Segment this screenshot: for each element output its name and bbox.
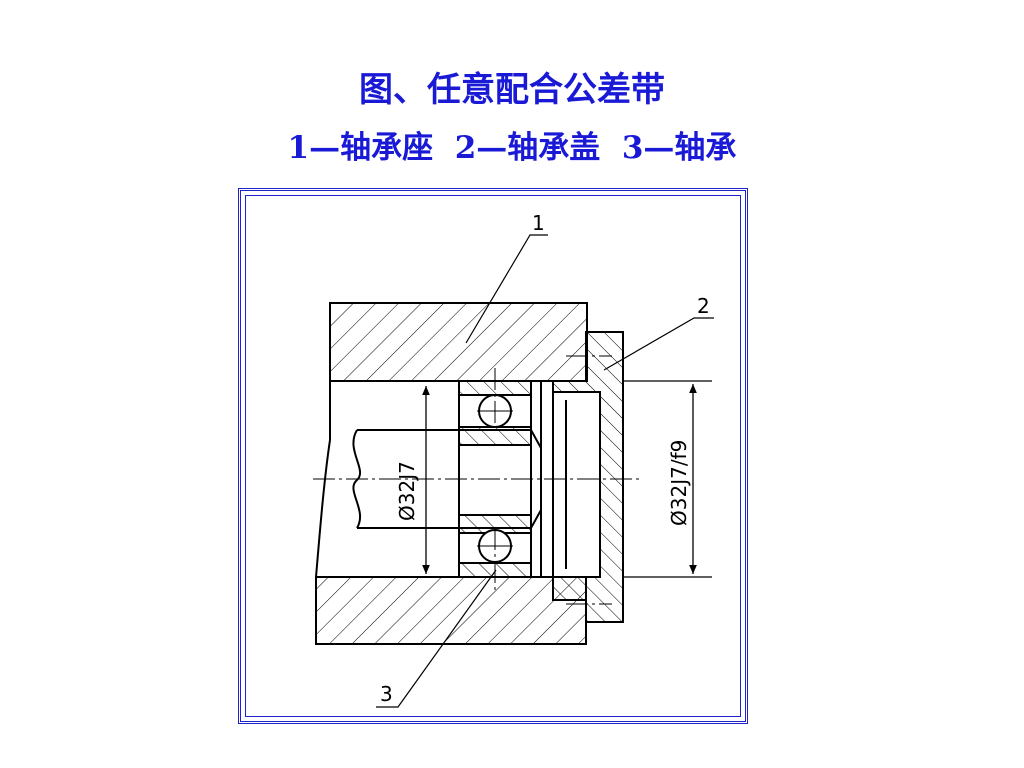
parts-legend: 1—轴承座 2—轴承盖 3—轴承	[287, 130, 737, 166]
leader-part3	[376, 569, 497, 708]
callout-1: 1	[532, 211, 545, 235]
bearing-cover	[552, 331, 624, 623]
shaft	[352, 429, 542, 529]
housing-upper	[329, 302, 588, 382]
callout-3: 3	[380, 682, 393, 706]
leader-part1	[465, 234, 548, 344]
leader-part2	[603, 317, 714, 371]
callout-2: 2	[697, 294, 710, 318]
dimension-housing-fit-label: Ø32J7/f9	[667, 440, 691, 526]
diagram-title: 图、任意配合公差带	[359, 70, 665, 110]
dimension-inner-bore-label: Ø32J7	[395, 461, 419, 521]
drawing-frame	[238, 188, 748, 724]
dimension-housing-fit	[623, 380, 712, 578]
drawing-frame-inner	[245, 195, 741, 717]
housing-lower	[315, 576, 587, 645]
